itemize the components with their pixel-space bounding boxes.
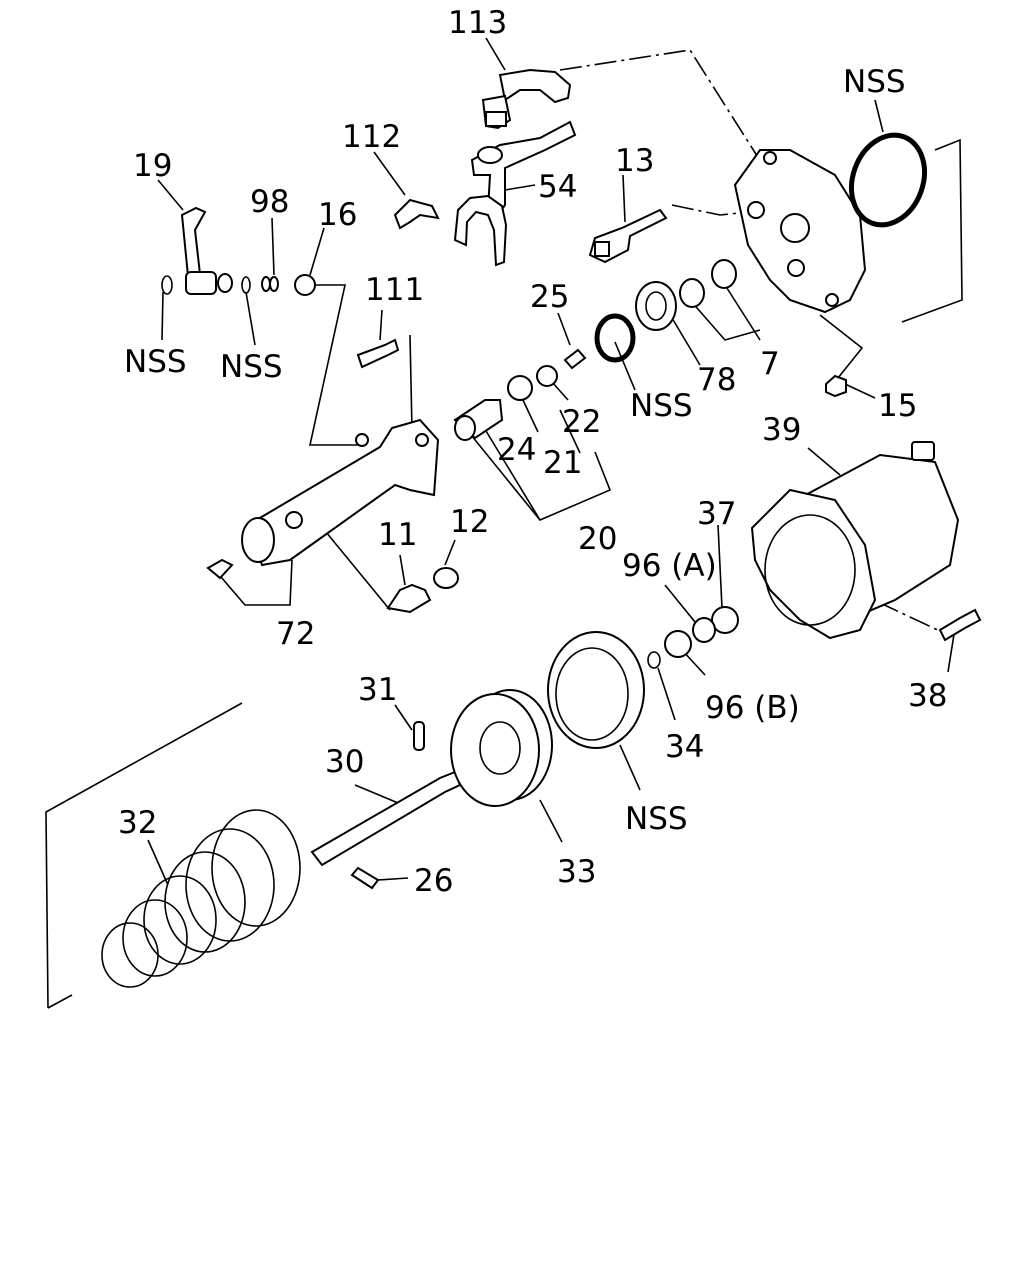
small-parts-row [161, 273, 316, 296]
part-20-piston-group [453, 348, 587, 441]
label-34: 34 [665, 729, 704, 765]
label-7: 7 [760, 346, 780, 382]
part-nss-oring-large [849, 132, 927, 228]
label-11: 11 [378, 517, 417, 553]
part-housing-plate [733, 149, 867, 314]
part-37-nut [711, 606, 739, 634]
label-78: 78 [697, 362, 736, 398]
label-30: 30 [325, 744, 364, 780]
part-13-switch [588, 208, 668, 264]
part-113-bracket [481, 68, 572, 130]
part-33-diaphragm [450, 689, 553, 807]
label-33: 33 [557, 854, 596, 890]
label-13: 13 [615, 143, 654, 179]
part-15-nut [825, 374, 847, 398]
label-nss-mid: NSS [220, 349, 283, 385]
label-24: 24 [497, 432, 536, 468]
label-98: 98 [250, 184, 289, 220]
part-7-bushing [679, 278, 705, 308]
label-38: 38 [908, 678, 947, 714]
label-19: 19 [133, 148, 172, 184]
part-78-bearing [635, 281, 677, 331]
part-26-pin [350, 866, 380, 890]
part-labels: 113 112 54 13 NSS 19 98 16 NSS NSS 111 2… [118, 5, 947, 899]
part-31-pin [413, 721, 425, 751]
part-32-spring [101, 809, 301, 988]
label-16: 16 [318, 197, 357, 233]
part-111-bolt [356, 338, 400, 369]
label-nss-seal: NSS [630, 388, 693, 424]
label-39: 39 [762, 412, 801, 448]
label-nss-left: NSS [124, 344, 187, 380]
label-12: 12 [450, 504, 489, 540]
part-12-cap [433, 567, 459, 589]
label-25: 25 [530, 279, 569, 315]
label-54: 54 [538, 169, 577, 205]
part-39-cylinder [750, 441, 960, 640]
label-96a: 96 (A) [622, 548, 717, 584]
label-32: 32 [118, 805, 157, 841]
label-21: 21 [543, 445, 582, 481]
label-111: 111 [365, 272, 424, 308]
label-22: 22 [562, 404, 601, 440]
part-30-shaft [310, 770, 462, 867]
part-112-clip [393, 198, 440, 230]
label-nss-top-right: NSS [843, 64, 906, 100]
leader-lines [45, 37, 963, 1009]
part-72-shaft-housing [206, 418, 440, 580]
label-31: 31 [358, 672, 397, 708]
part-34-ring [647, 651, 661, 669]
label-96b: 96 (B) [705, 690, 800, 726]
label-20: 20 [578, 521, 617, 557]
part-19-lever [180, 206, 217, 295]
part-96a-washer [692, 617, 716, 643]
label-15: 15 [878, 388, 917, 424]
phantom-lines [559, 49, 943, 633]
label-37: 37 [697, 496, 736, 532]
part-38-bolt [938, 608, 982, 642]
part-11-plug [386, 583, 432, 614]
part-nss-lower-seal [547, 631, 645, 749]
part-96b-washer [664, 630, 692, 658]
label-26: 26 [414, 863, 453, 899]
label-nss-lower: NSS [625, 801, 688, 837]
label-112: 112 [342, 119, 401, 155]
part-nss-seal-ring [594, 313, 636, 363]
label-113: 113 [448, 5, 507, 41]
part-54-shift-fork [453, 120, 577, 267]
label-72: 72 [276, 616, 315, 652]
